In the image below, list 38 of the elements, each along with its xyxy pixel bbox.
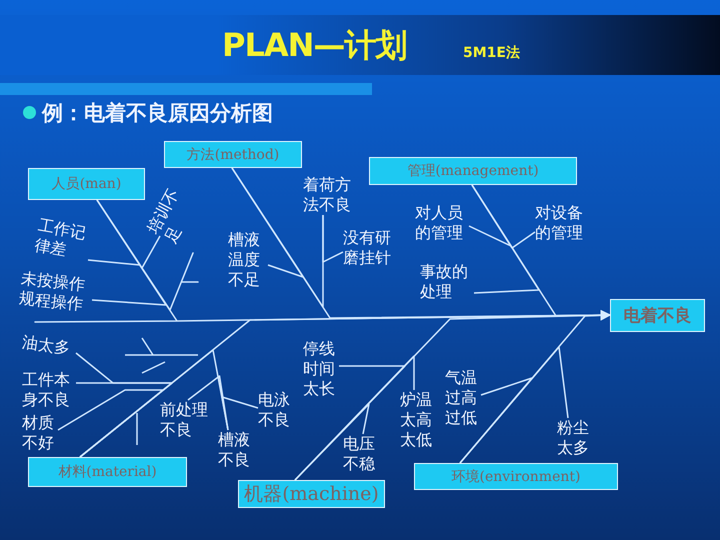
- cause-label: 电压不稳: [343, 434, 379, 474]
- branch-line: [231, 167, 324, 308]
- cause-label: 前处理不良: [160, 400, 208, 440]
- cause-label: 电泳不良: [258, 390, 294, 430]
- branch-line: [471, 184, 540, 294]
- branch-line: [79, 349, 229, 458]
- cause-label: 停线时间太长: [303, 339, 339, 399]
- category-box: 方法(method): [164, 141, 302, 168]
- branch-line: [91, 199, 167, 306]
- branch-line: [294, 403, 370, 481]
- cause-label: 工件本身不良: [22, 370, 76, 410]
- title: PLAN—计划: [222, 25, 406, 66]
- category-box: 环境(environment): [414, 463, 618, 490]
- category-box: 材料(material): [28, 457, 187, 487]
- branch-line: [322, 215, 344, 263]
- cause-label: 粉尘太多: [557, 418, 593, 458]
- cause-label: 材质不好: [22, 413, 58, 453]
- cause-label: 槽液不良: [218, 430, 254, 470]
- cause-label: 培训不足: [143, 185, 201, 247]
- category-box: 管理(management): [369, 157, 577, 185]
- cause-label: 未按操作规程操作: [18, 268, 94, 316]
- cause-label: 炉温太高太低: [400, 390, 436, 450]
- subtitle: 例：电着不良原因分析图: [42, 100, 273, 127]
- cause-label: 工作记律差: [32, 215, 96, 265]
- category-box: 人员(man): [28, 168, 145, 200]
- cause-label: 没有研磨挂针: [343, 228, 395, 268]
- cause-label: 油太多: [20, 332, 78, 362]
- branch-line: [459, 346, 569, 464]
- cause-label: 气温过高过低: [445, 368, 481, 428]
- branch-line: [221, 396, 258, 430]
- cause-label: 对设备的管理: [535, 203, 589, 243]
- cause-label: 事故的处理: [420, 262, 474, 302]
- cause-label: 着荷方法不良: [303, 175, 355, 215]
- category-box: 机器(machine): [238, 480, 385, 508]
- cause-label: 槽液温度不足: [228, 230, 268, 290]
- effect-box: 电着不良: [610, 299, 705, 332]
- cause-label: 对人员的管理: [415, 203, 469, 243]
- method-note: 5M1E法: [463, 44, 520, 62]
